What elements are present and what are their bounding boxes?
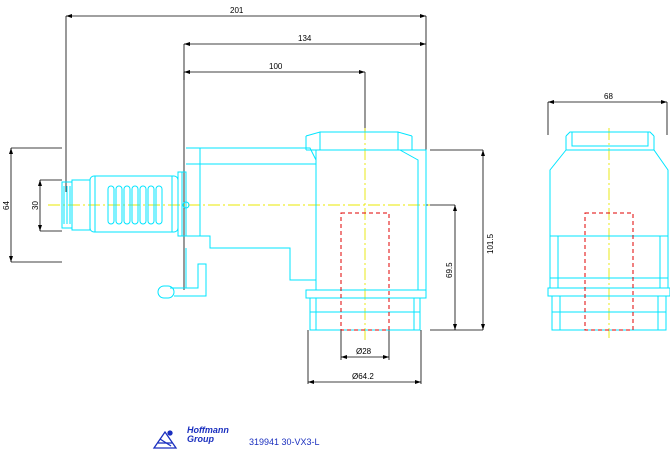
dim-68-label: 68 [604, 92, 613, 101]
dim-134-label: 134 [298, 34, 312, 43]
hidden-bore-front [584, 212, 634, 331]
part-number: 319941 30-VX3-L [249, 437, 320, 447]
title-block: Hoffmann Group 319941 30-VX3-L [150, 424, 410, 454]
dim-64-label: 64 [2, 201, 11, 210]
side-view-outline [61, 131, 427, 331]
dim-d64-2-label: Ø64.2 [352, 372, 374, 381]
dim-100-label: 100 [269, 62, 283, 71]
dim-d28-label: Ø28 [356, 347, 372, 356]
logo-line-2: Group [187, 434, 214, 444]
dimension-arrows [9, 14, 667, 384]
logo-line-1: Hoffmann [187, 425, 229, 435]
dim-69-5-label: 69.5 [445, 262, 454, 278]
hoffmann-logo-icon [152, 430, 178, 449]
dimension-lines [10, 15, 668, 384]
hidden-bore-side [340, 212, 390, 331]
dim-101-5-label: 101.5 [486, 233, 495, 254]
logo-text: Hoffmann Group [187, 426, 229, 444]
front-view-outline [547, 131, 670, 331]
centerlines [48, 128, 610, 340]
dim-201-label: 201 [230, 6, 244, 15]
dim-30-label: 30 [31, 201, 40, 210]
